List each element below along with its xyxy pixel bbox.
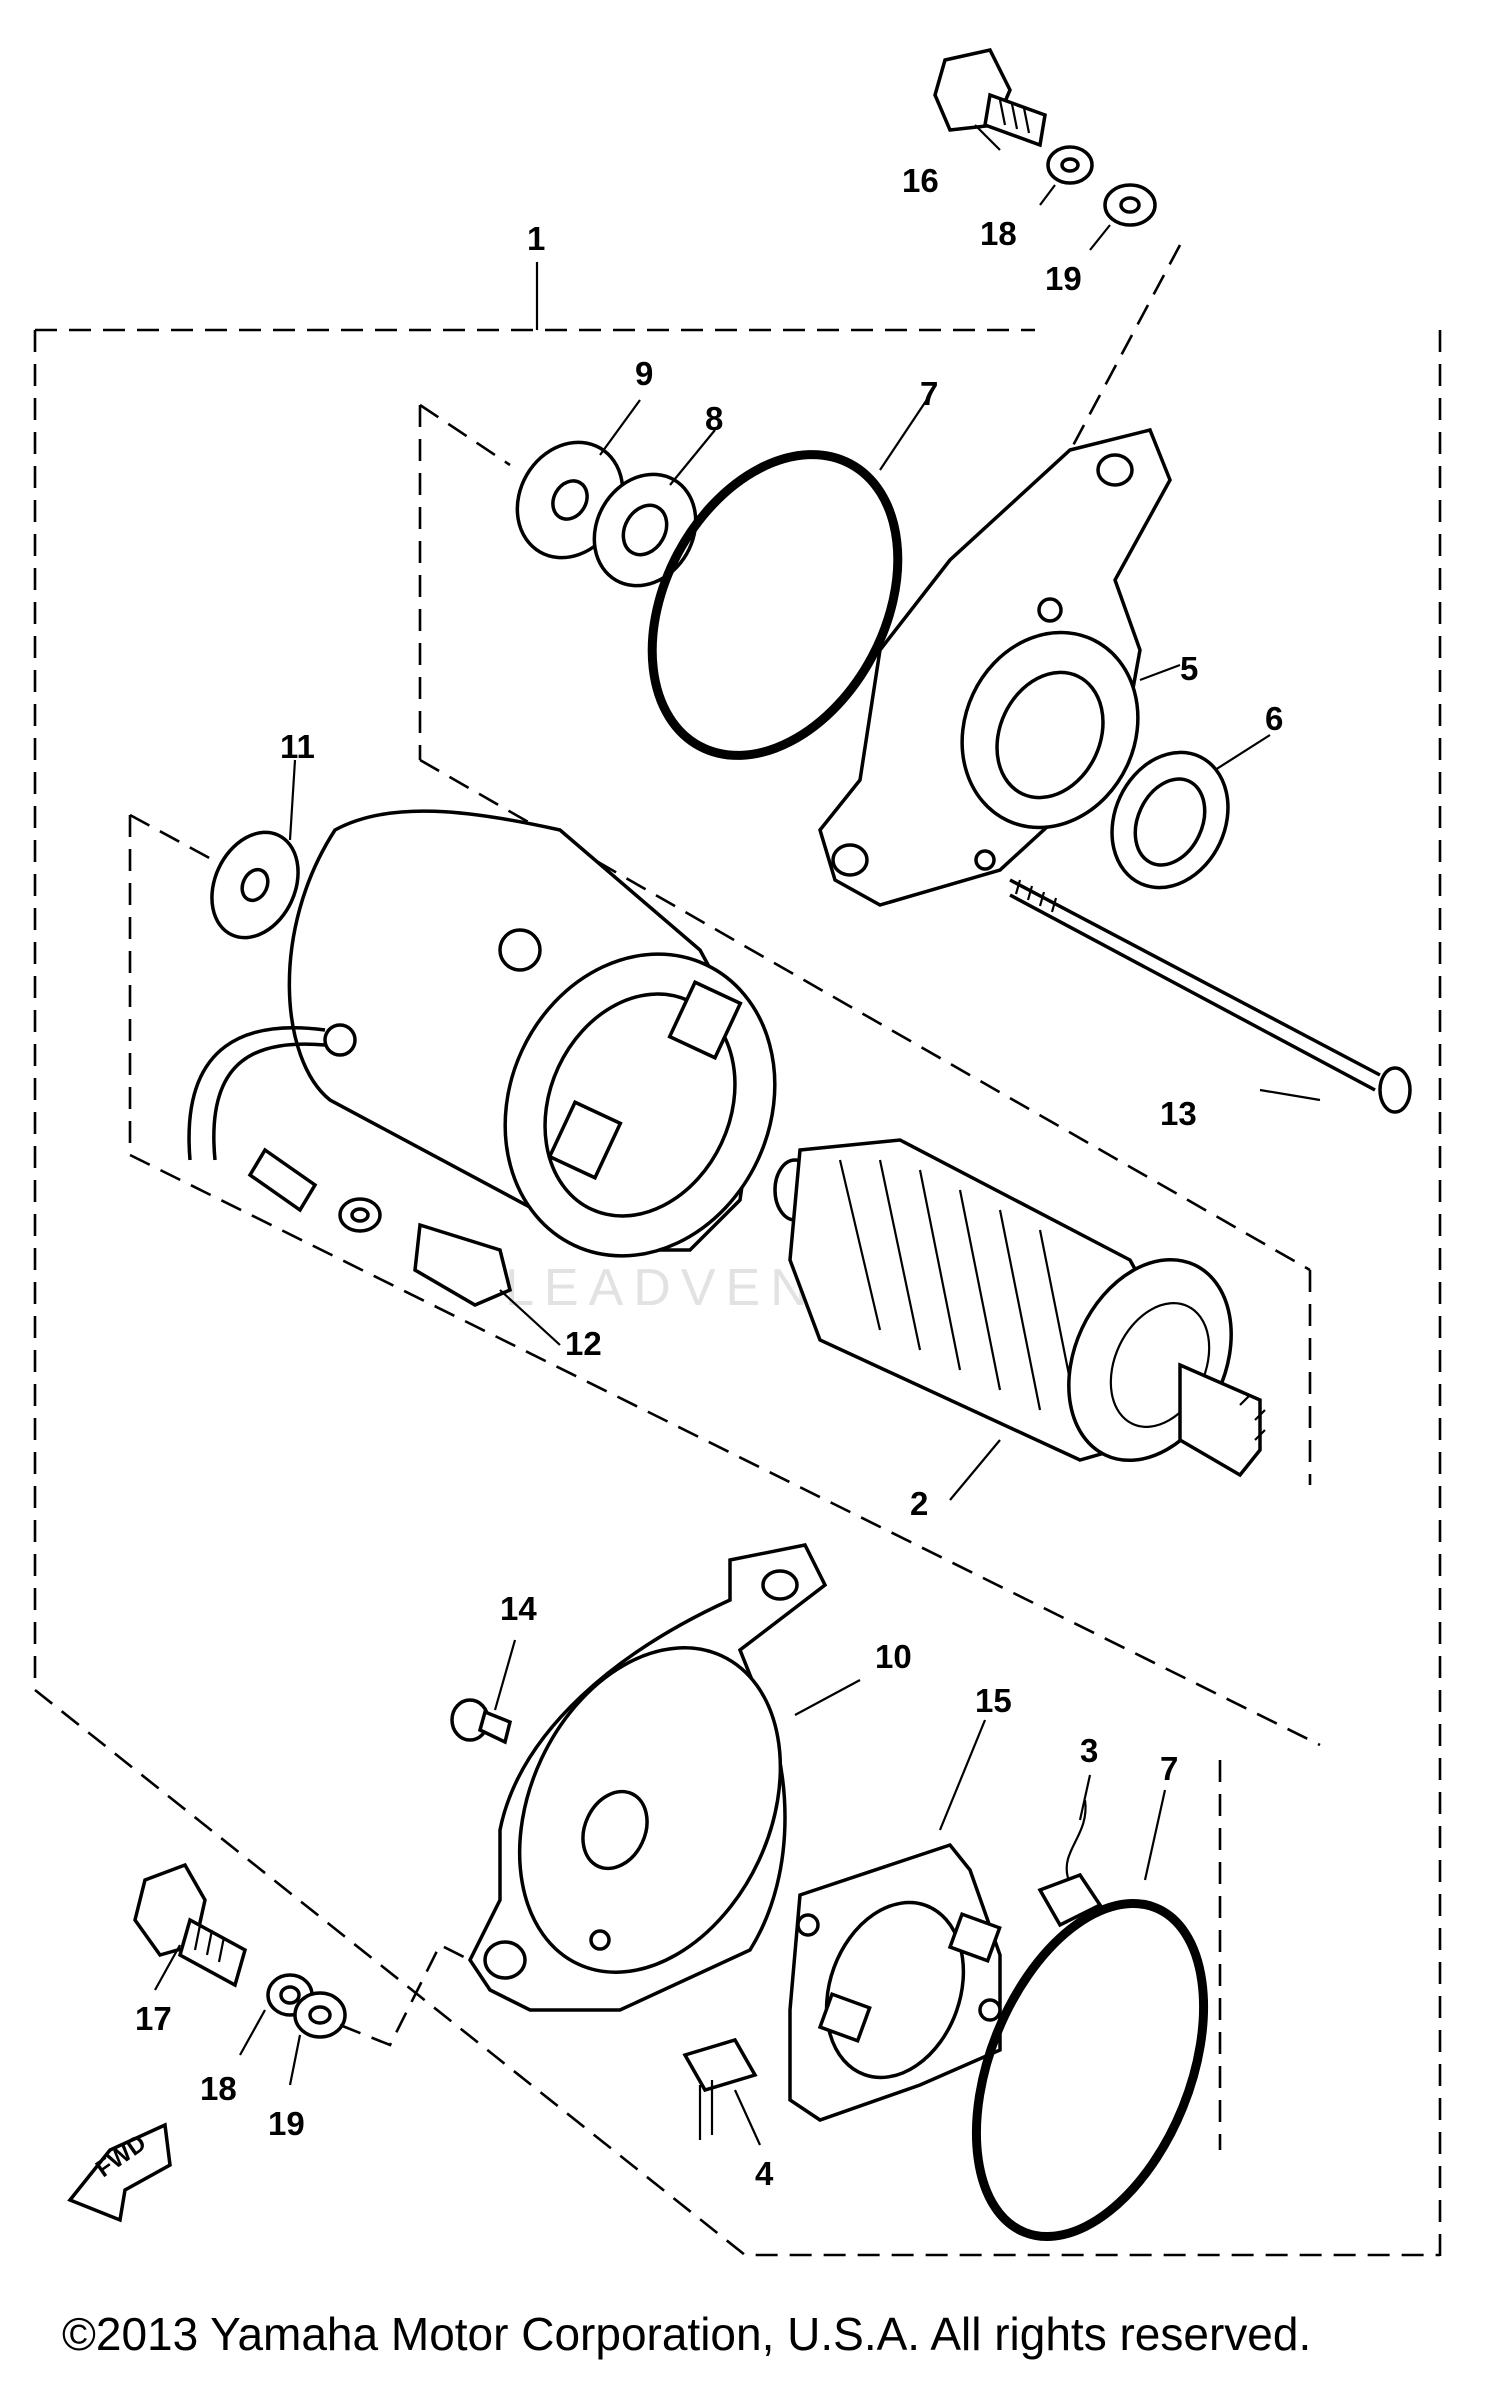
plain-washer-19-lower: [293, 1991, 347, 2039]
brush-holder-15: [788, 1842, 1002, 2122]
callout-9: 9: [635, 355, 653, 392]
callout-15: 15: [975, 1682, 1012, 1719]
through-bolt-13: [1009, 878, 1412, 1114]
bolt-17: [133, 1862, 248, 1988]
callout-7-upper: 7: [920, 375, 938, 412]
callout-17: 17: [135, 2000, 172, 2037]
callout-14: 14: [500, 1590, 537, 1627]
brush-3: [1037, 1799, 1103, 1928]
callout-12: 12: [565, 1325, 602, 1362]
callouts: 1 16 18 19 9 8 7 5 6 11 13 12 2 14 10 15…: [135, 162, 1283, 2192]
o-ring-7-upper: [647, 450, 903, 760]
lock-washer-18-top: [1046, 145, 1094, 185]
terminal-cover-12: [413, 1222, 513, 1307]
callout-13: 13: [1160, 1095, 1197, 1132]
callout-3: 3: [1080, 1732, 1098, 1769]
callout-2: 2: [910, 1485, 928, 1522]
callout-19-top: 19: [1045, 260, 1082, 297]
callout-10: 10: [875, 1638, 912, 1675]
callout-19-lower: 19: [268, 2105, 305, 2142]
front-cover-5: [818, 427, 1172, 907]
assembly-boundary: [33, 262, 1442, 2260]
oil-seal-6: [1110, 750, 1230, 890]
callout-1: 1: [527, 220, 545, 257]
washer-11: [210, 830, 300, 940]
callout-8: 8: [705, 400, 723, 437]
washer-8: [592, 472, 698, 588]
leader-lines: [154, 124, 1321, 2146]
callout-6: 6: [1265, 700, 1283, 737]
bolt-16: [933, 47, 1047, 148]
callout-16: 16: [902, 162, 939, 199]
callout-11: 11: [280, 728, 315, 765]
o-ring-7-lower: [971, 1898, 1209, 2242]
rear-cover-10: [467, 1543, 828, 2012]
callout-18-lower: 18: [200, 2070, 237, 2107]
callout-7-lower: 7: [1160, 1750, 1178, 1787]
fwd-arrow-icon: FWD: [67, 2122, 172, 2223]
plain-washer-19-top: [1103, 183, 1157, 227]
brush-4: [682, 2037, 758, 2140]
callout-18-top: 18: [980, 215, 1017, 252]
yoke-housing: [187, 809, 777, 1258]
armature-2: [773, 1138, 1266, 1478]
callout-5: 5: [1180, 650, 1198, 687]
screw-14: [450, 1698, 513, 1745]
copyright-footer: ©2013 Yamaha Motor Corporation, U.S.A. A…: [62, 2308, 1311, 2360]
callout-4: 4: [755, 2155, 774, 2192]
